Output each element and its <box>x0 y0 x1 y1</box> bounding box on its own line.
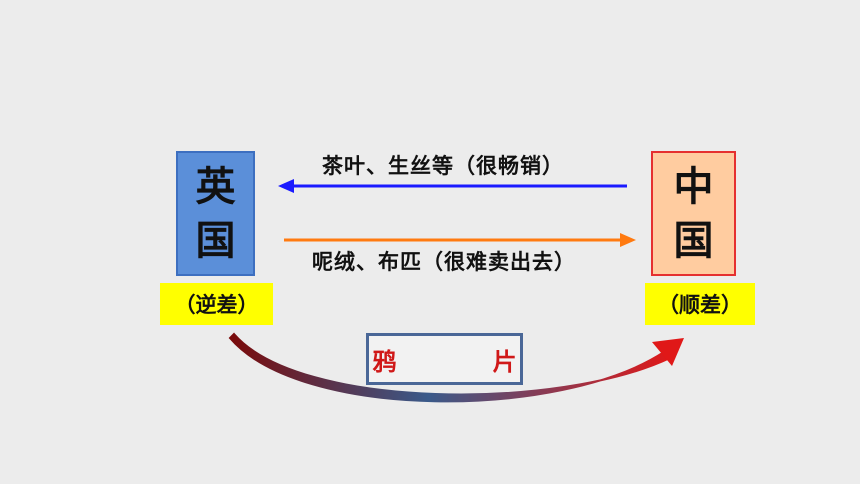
britain-char-2: 国 <box>195 216 236 264</box>
britain-balance-tag: （逆差） <box>160 283 273 325</box>
arrow-britain-to-china <box>284 233 636 247</box>
britain-box: 英 国 <box>176 151 255 276</box>
opium-box: 鸦 片 <box>366 333 523 385</box>
britain-exports-label: 呢绒、布匹（很难卖出去） <box>312 249 576 274</box>
china-exports-label: 茶叶、生丝等（很畅销） <box>322 153 564 178</box>
arrow-china-to-britain <box>278 179 627 193</box>
china-char-1: 中 <box>673 162 714 210</box>
opium-label: 鸦 片 <box>372 346 561 376</box>
china-char-2: 国 <box>673 216 714 264</box>
china-box: 中 国 <box>651 151 736 276</box>
britain-char-1: 英 <box>195 162 236 210</box>
opium-curved-arrow <box>228 332 684 403</box>
china-balance-tag: （顺差） <box>645 283 755 325</box>
